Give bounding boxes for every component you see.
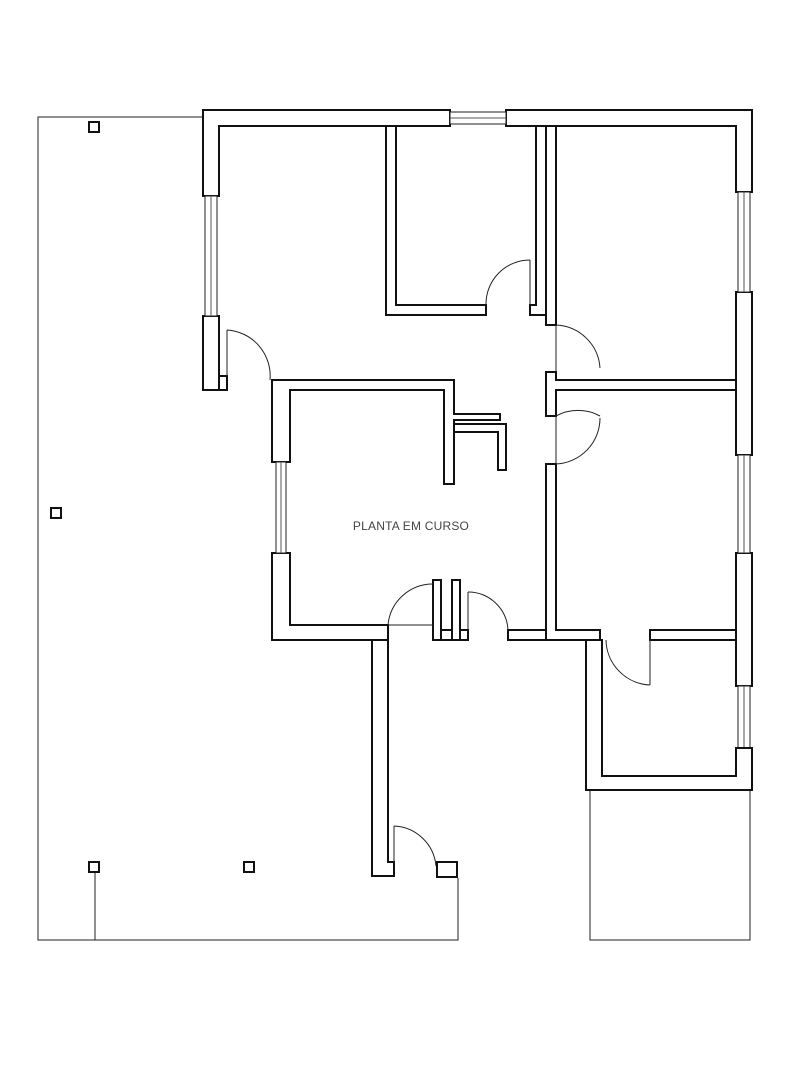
pillars [50,121,458,878]
pillar-entrance [436,861,458,878]
window-right-1 [737,191,751,293]
plan-label: PLANTA EM CURSO [353,519,469,533]
exterior-walls [202,109,753,791]
doors [226,259,651,867]
terrace-outline [37,116,459,941]
door-bedroom-right [555,324,601,372]
door-bedroom-lower [555,409,601,465]
pillar-bottom-mid [243,861,255,873]
pillar-mid-left [50,507,62,519]
window-right-2 [737,454,751,554]
door-entrance [393,825,437,867]
rear-yard-outline [589,790,751,941]
door-living-left [387,583,434,626]
window-living [275,461,287,554]
window-top [449,111,507,125]
door-closet [485,259,531,306]
pillar-top-left [88,121,100,133]
window-left-bedroom [204,195,218,317]
window-right-3 [737,685,751,749]
door-living-right [467,591,509,631]
interior-walls [218,125,737,877]
door-bedroom-1 [226,329,271,381]
door-small-bath [605,639,651,686]
pillar-bottom-left [88,861,100,873]
